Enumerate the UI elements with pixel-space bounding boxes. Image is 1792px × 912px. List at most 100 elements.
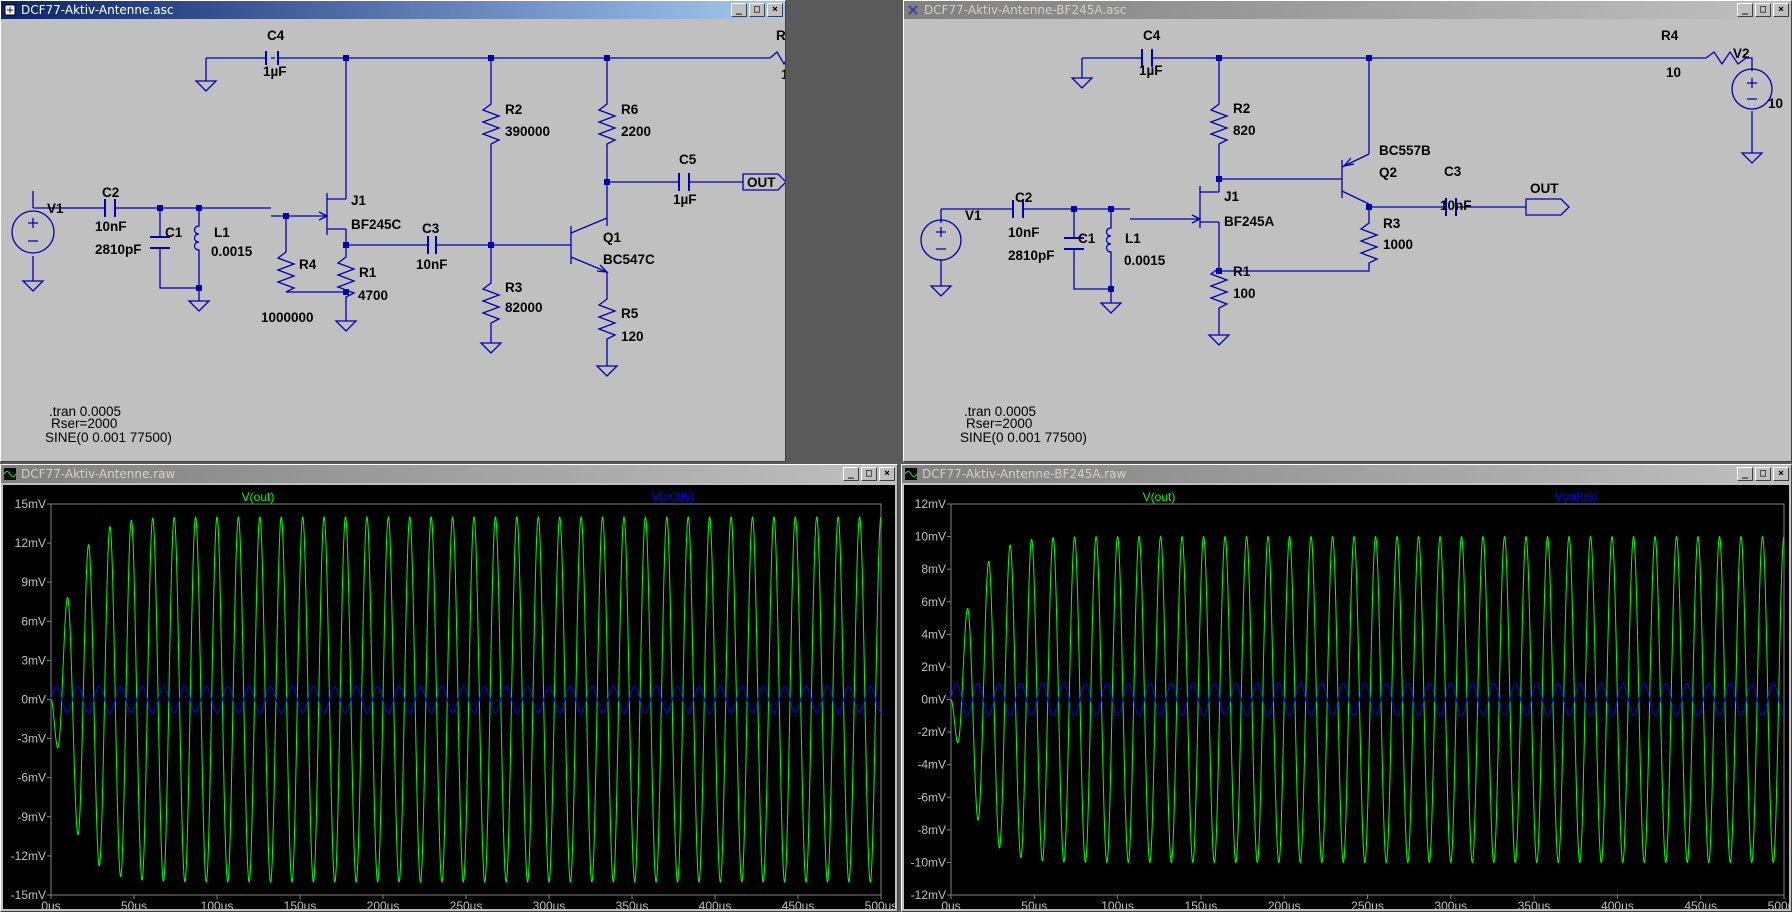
schematic-drawing-2[interactable]: C4 1µF R4 10 V2 10 R2 820 BC557B Q2 C3 1…: [906, 21, 1791, 461]
label-l1: L1: [214, 225, 230, 240]
directive-rser[interactable]: Rser=2000: [51, 416, 117, 431]
directive-rser[interactable]: Rser=2000: [966, 416, 1032, 431]
maximize-button[interactable]: □: [1755, 467, 1771, 481]
maximize-button[interactable]: □: [749, 3, 765, 17]
label-r4: R4: [299, 257, 317, 272]
x-tick-label: 200us: [367, 899, 400, 911]
minimize-button[interactable]: _: [1737, 3, 1753, 17]
minimize-button[interactable]: _: [843, 467, 859, 481]
label-v2-value: 10: [1768, 96, 1783, 111]
label-c1: C1: [1078, 231, 1096, 246]
label-c5-value: 1µF: [673, 192, 697, 207]
directive-tran[interactable]: .tran 0.0005: [964, 404, 1036, 419]
schematic-window-2[interactable]: DCF77-Aktiv-Antenne-BF245A.asc _ □ ×: [903, 0, 1792, 462]
label-c4: C4: [267, 28, 285, 43]
label-r40: R40: [776, 28, 785, 43]
directive-sine[interactable]: SINE(0 0.001 77500): [960, 430, 1087, 445]
label-j1: J1: [1224, 189, 1240, 204]
label-q1-value: BC547C: [603, 252, 655, 267]
label-c3-value: 10nF: [416, 257, 448, 272]
y-tick-label: 0mV: [21, 693, 46, 707]
schematic-window-1[interactable]: DCF77-Aktiv-Antenne.asc _ □ ×: [0, 0, 786, 462]
x-tick-label: 50us: [121, 899, 147, 911]
trace-label[interactable]: V(out): [1143, 490, 1176, 504]
title-bar[interactable]: DCF77-Aktiv-Antenne-BF245A.asc _ □ ×: [904, 1, 1791, 19]
label-r5-value: 120: [621, 329, 644, 344]
title-bar[interactable]: DCF77-Aktiv-Antenne.asc _ □ ×: [1, 1, 785, 19]
x-tick-label: 200us: [1268, 899, 1301, 911]
label-c2: C2: [102, 185, 119, 200]
schematic-canvas[interactable]: C4 1µF R40 10 R2 390000 R6 2200 C5 1µF O…: [3, 21, 785, 461]
waveform-plot-2[interactable]: 12mV10mV8mV6mV4mV2mV0mV-2mV-4mV-6mV-8mV-…: [904, 485, 1791, 911]
x-tick-label: 100us: [201, 899, 234, 911]
x-tick-label: 350us: [616, 899, 649, 911]
x-tick-label: 450us: [782, 899, 815, 911]
label-c2: C2: [1015, 190, 1032, 205]
trace-label[interactable]: V(n005): [652, 490, 695, 504]
y-tick-label: -12mV: [911, 888, 946, 902]
label-j1-value: BF245A: [1224, 214, 1275, 229]
maximize-button[interactable]: □: [1755, 3, 1771, 17]
close-button[interactable]: ×: [1773, 467, 1789, 481]
label-q1: Q1: [603, 230, 622, 245]
label-r2-value: 820: [1233, 123, 1256, 138]
x-tick-label: 250us: [450, 899, 483, 911]
label-c1-value: 2810pF: [1008, 248, 1055, 263]
minimize-button[interactable]: _: [1737, 467, 1753, 481]
y-tick-label: -10mV: [911, 855, 946, 869]
y-tick-label: 6mV: [921, 595, 946, 609]
close-button[interactable]: ×: [879, 467, 895, 481]
minimize-button[interactable]: _: [731, 3, 747, 17]
window-title: DCF77-Aktiv-Antenne-BF245A.raw: [922, 467, 1127, 481]
x-tick-label: 50us: [1021, 899, 1047, 911]
y-tick-label: 6mV: [21, 614, 46, 628]
x-tick-label: 0us: [41, 899, 60, 911]
trace-label[interactable]: V(out): [242, 490, 275, 504]
label-c1: C1: [165, 225, 183, 240]
waveform-icon: [4, 468, 16, 480]
trace-label[interactable]: V(n006): [1555, 490, 1598, 504]
waveform-plot-1[interactable]: 15mV12mV9mV6mV3mV0mV-3mV-6mV-9mV-12mV-15…: [3, 485, 897, 911]
y-tick-label: 9mV: [21, 575, 46, 589]
y-tick-label: -8mV: [917, 823, 946, 837]
label-r40-value: 10: [781, 67, 785, 82]
plot-window-2[interactable]: DCF77-Aktiv-Antenne-BF245A.raw _ □ × 12m…: [901, 464, 1792, 912]
x-tick-label: 400us: [1601, 899, 1634, 911]
schematic-drawing-1[interactable]: C4 1µF R40 10 R2 390000 R6 2200 C5 1µF O…: [3, 21, 785, 461]
label-c4: C4: [1143, 28, 1161, 43]
maximize-button[interactable]: □: [861, 467, 877, 481]
x-tick-label: 450us: [1684, 899, 1717, 911]
label-r2: R2: [1233, 101, 1250, 116]
schematic-doc-icon: [908, 5, 918, 15]
label-r3-value: 1000: [1383, 237, 1413, 252]
label-r4: R4: [1661, 28, 1679, 43]
y-tick-label: 8mV: [921, 562, 946, 576]
label-c1-value: 2810pF: [95, 242, 142, 257]
waveform-icon: [905, 468, 917, 480]
title-bar[interactable]: DCF77-Aktiv-Antenne-BF245A.raw _ □ ×: [902, 465, 1791, 483]
y-tick-label: 10mV: [915, 530, 946, 544]
title-bar[interactable]: DCF77-Aktiv-Antenne.raw _ □ ×: [1, 465, 897, 483]
label-l1: L1: [1125, 231, 1141, 246]
label-c2-value: 10nF: [95, 219, 127, 234]
directive-tran[interactable]: .tran 0.0005: [49, 404, 121, 419]
label-c5: C5: [679, 152, 697, 167]
close-button[interactable]: ×: [767, 3, 783, 17]
label-r3: R3: [1383, 216, 1401, 231]
x-tick-label: 0us: [941, 899, 960, 911]
y-tick-label: -15mV: [11, 888, 46, 902]
schematic-canvas[interactable]: C4 1µF R4 10 V2 10 R2 820 BC557B Q2 C3 1…: [906, 21, 1789, 459]
label-v1: V1: [47, 201, 64, 216]
label-c3-value: 10nF: [1440, 198, 1472, 213]
x-tick-label: 300us: [533, 899, 566, 911]
label-q2: Q2: [1379, 165, 1397, 180]
label-j1-value: BF245C: [351, 217, 402, 232]
trace-vout: [950, 535, 1785, 864]
label-r4-value: 1000000: [261, 310, 314, 325]
directive-sine[interactable]: SINE(0 0.001 77500): [45, 430, 172, 445]
label-r3: R3: [505, 280, 523, 295]
close-button[interactable]: ×: [1773, 3, 1789, 17]
